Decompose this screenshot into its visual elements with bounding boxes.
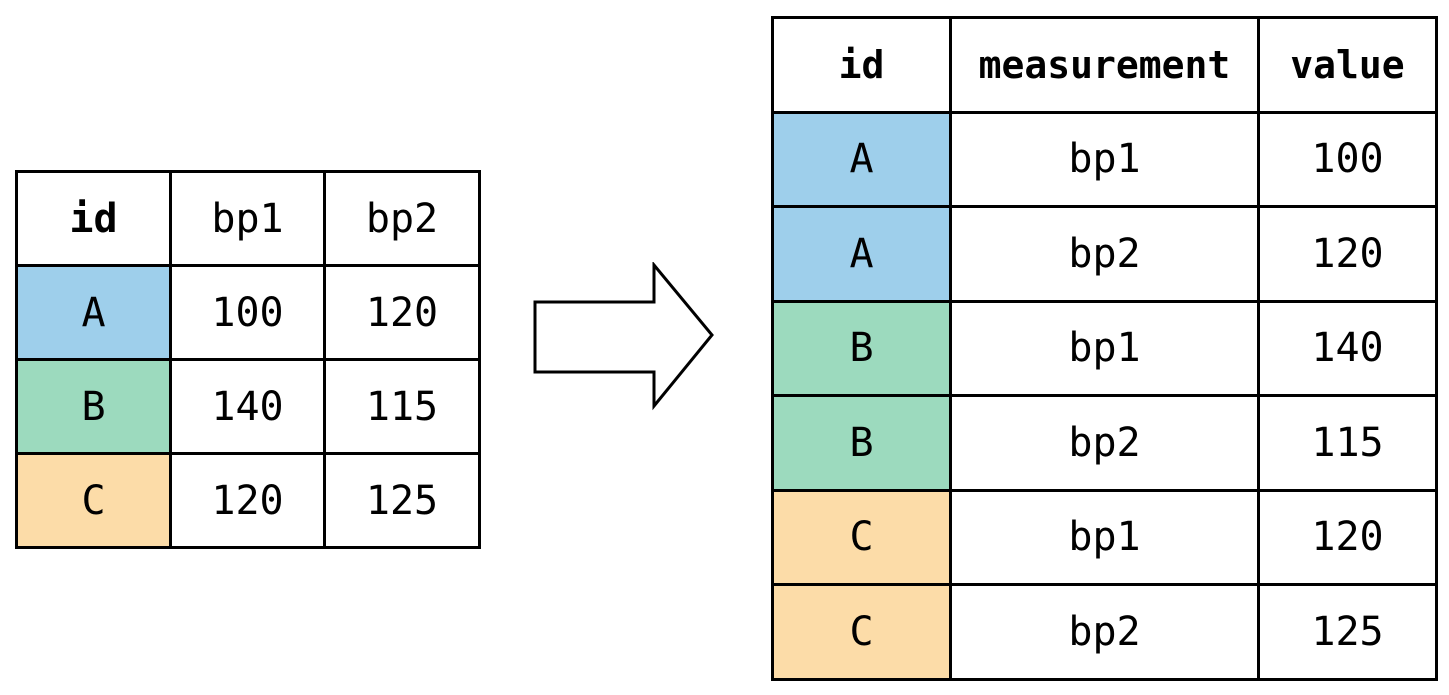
long-value-cell: 100: [1257, 110, 1438, 208]
long-value-cell: 115: [1257, 394, 1438, 492]
long-table-row: C bp2 125: [771, 583, 1438, 681]
wide-header-bp1: bp1: [169, 170, 326, 267]
long-id-cell: B: [771, 394, 952, 492]
long-measurement-cell: bp1: [949, 110, 1260, 208]
wide-bp2-cell: 115: [323, 358, 481, 455]
long-id-cell: B: [771, 299, 952, 397]
long-id-cell: C: [771, 488, 952, 586]
wide-table-row: C 120 125: [15, 452, 481, 549]
wide-table-row: B 140 115: [15, 358, 481, 455]
wide-header-id: id: [15, 170, 172, 267]
long-header-value: value: [1257, 16, 1438, 114]
long-table: id measurement value A bp1 100 A bp2 120…: [771, 16, 1438, 681]
right-arrow-icon: [533, 262, 714, 411]
wide-bp1-cell: 100: [169, 264, 326, 361]
long-id-cell: C: [771, 583, 952, 681]
wide-table-header-row: id bp1 bp2: [15, 170, 481, 267]
long-table-row: B bp1 140: [771, 299, 1438, 397]
long-table-row: A bp2 120: [771, 205, 1438, 303]
long-measurement-cell: bp2: [949, 583, 1260, 681]
wide-id-cell: A: [15, 264, 172, 361]
long-value-cell: 120: [1257, 205, 1438, 303]
long-table-header-row: id measurement value: [771, 16, 1438, 114]
long-value-cell: 120: [1257, 488, 1438, 586]
long-measurement-cell: bp2: [949, 205, 1260, 303]
long-value-cell: 140: [1257, 299, 1438, 397]
long-measurement-cell: bp1: [949, 299, 1260, 397]
long-id-cell: A: [771, 205, 952, 303]
long-measurement-cell: bp1: [949, 488, 1260, 586]
wide-bp2-cell: 125: [323, 452, 481, 549]
long-table-row: C bp1 120: [771, 488, 1438, 586]
wide-id-cell: C: [15, 452, 172, 549]
long-table-row: A bp1 100: [771, 110, 1438, 208]
long-id-cell: A: [771, 110, 952, 208]
wide-bp2-cell: 120: [323, 264, 481, 361]
wide-bp1-cell: 140: [169, 358, 326, 455]
wide-bp1-cell: 120: [169, 452, 326, 549]
wide-id-cell: B: [15, 358, 172, 455]
long-table-row: B bp2 115: [771, 394, 1438, 492]
wide-header-bp2: bp2: [323, 170, 481, 267]
long-value-cell: 125: [1257, 583, 1438, 681]
wide-table-row: A 100 120: [15, 264, 481, 361]
long-measurement-cell: bp2: [949, 394, 1260, 492]
wide-table: id bp1 bp2 A 100 120 B 140 115 C 120 125: [15, 170, 481, 549]
long-header-measurement: measurement: [949, 16, 1260, 114]
long-header-id: id: [771, 16, 952, 114]
